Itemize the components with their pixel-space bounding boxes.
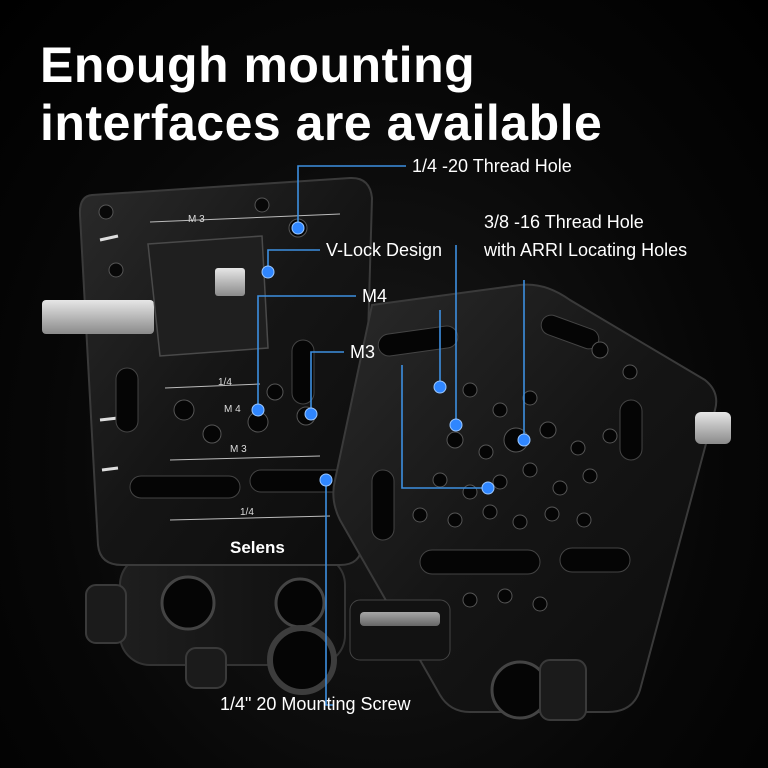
callout-m4: M4 <box>362 286 388 306</box>
callout-vlock: V-Lock Design <box>326 240 443 260</box>
side-pin <box>42 300 154 334</box>
callout-arri-line-1: 3/8 -16 Thread Hole <box>484 212 644 232</box>
callout-mounting-screw: 1/4" 20 Mounting Screw <box>220 694 411 714</box>
dot-m3 <box>304 407 318 421</box>
dot-mounting-screw <box>319 473 333 487</box>
engraving-m3-top: M 3 <box>188 214 205 225</box>
dot-arri-locating <box>433 380 447 394</box>
right-pin <box>695 412 731 444</box>
callout-m3: M3 <box>350 342 376 362</box>
vlock-wedge <box>147 235 269 357</box>
right-cheese-plate <box>332 283 731 721</box>
callout-quarter-thread: 1/4 -20 Thread Hole <box>412 156 572 176</box>
engraving-m4: M 4 <box>224 404 241 415</box>
callout-dots <box>251 221 531 495</box>
dot-vlock <box>261 265 275 279</box>
dot-cheese-hole <box>481 481 495 495</box>
dot-quarter-thread <box>291 221 305 235</box>
headline-line-1: Enough mounting <box>40 37 476 93</box>
left-vlock-plate: M 3 1/4 M 4 M 3 1/4 Selens <box>42 176 374 566</box>
center-rod-clamp <box>185 625 337 695</box>
engraving-quarter-bottom: 1/4 <box>240 507 254 518</box>
callout-lines <box>257 165 525 706</box>
knob-icon <box>539 659 587 721</box>
engraving-m3-mid: M 3 <box>230 444 247 455</box>
brand-logo: Selens <box>230 538 285 557</box>
dot-quarter-thread-right <box>449 418 463 432</box>
headline: Enough mounting interfaces are available <box>40 36 602 152</box>
headline-line-2: interfaces are available <box>40 95 603 151</box>
callout-arri-line-2: with ARRI Locating Holes <box>484 240 688 260</box>
engraving-quarter-mid: 1/4 <box>218 377 232 388</box>
dot-m4 <box>251 403 265 417</box>
dot-arri <box>517 433 531 447</box>
knob-icon <box>85 584 127 644</box>
